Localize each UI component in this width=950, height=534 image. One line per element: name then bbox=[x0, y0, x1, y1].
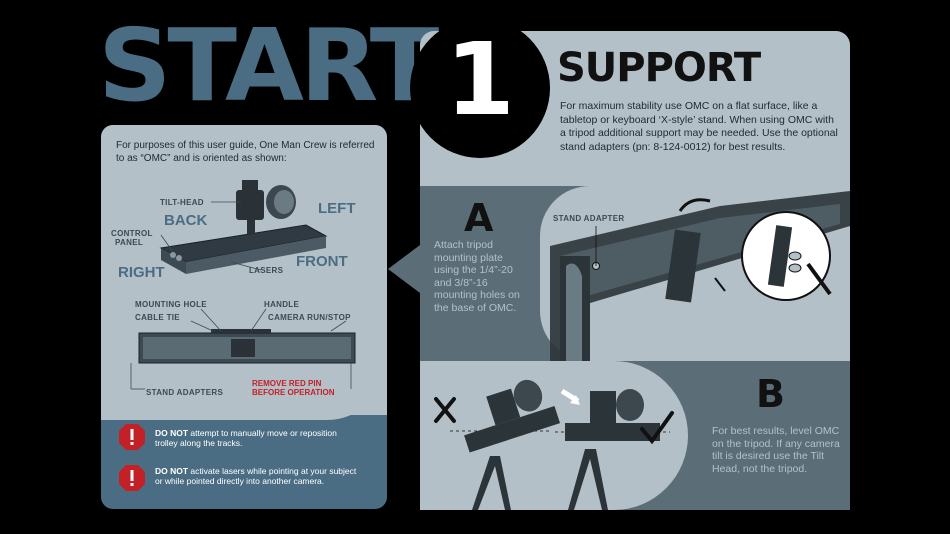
step-b-text: For best results, level OMC on the tripo… bbox=[712, 425, 840, 475]
pointer-arrow bbox=[388, 245, 420, 293]
stand-adapter-label: STAND ADAPTER bbox=[553, 214, 625, 223]
warning-2-text: activate lasers while pointing at your s… bbox=[155, 466, 357, 486]
warning-octagon-icon bbox=[119, 465, 145, 491]
warning-2: DO NOT activate lasers while pointing at… bbox=[155, 466, 365, 486]
left-label: LEFT bbox=[318, 200, 356, 217]
warning-octagon-icon bbox=[119, 424, 145, 450]
step-b-letter: B bbox=[756, 372, 785, 416]
warning-1-text: attempt to manually move or reposition t… bbox=[155, 428, 337, 448]
step-circle bbox=[410, 18, 550, 158]
step-number: 1 bbox=[445, 21, 515, 138]
warning-2-bold: DO NOT bbox=[155, 466, 189, 476]
omc-top-view-diagram bbox=[130, 308, 356, 390]
back-label: BACK bbox=[164, 212, 208, 229]
remove-pin-line2: BEFORE OPERATION bbox=[252, 388, 335, 397]
front-label: FRONT bbox=[296, 253, 348, 270]
lasers-label: LASERS bbox=[249, 266, 284, 275]
right-label: RIGHT bbox=[118, 264, 165, 281]
intro-text: For purposes of this user guide, One Man… bbox=[116, 140, 375, 164]
mounting-hole-label: MOUNTING HOLE bbox=[135, 300, 207, 309]
step-a-text: Attach tripod mounting plate using the 1… bbox=[434, 239, 520, 314]
omc-orientation-diagram bbox=[159, 180, 328, 274]
support-title: SUPPORT bbox=[557, 45, 761, 91]
step-a-letter: A bbox=[464, 196, 494, 240]
control-label-2: PANEL bbox=[115, 238, 144, 247]
start-title: START bbox=[98, 7, 439, 124]
tilt-head-label: TILT-HEAD bbox=[160, 198, 204, 207]
level-comparison-illustration bbox=[434, 379, 674, 510]
stand-adapters-label: STAND ADAPTERS bbox=[146, 388, 224, 397]
handle-label: HANDLE bbox=[264, 300, 300, 309]
warning-1: DO NOT attempt to manually move or repos… bbox=[155, 428, 355, 448]
control-label-1: CONTROL bbox=[111, 229, 153, 238]
remove-pin-line1: REMOVE RED PIN bbox=[252, 379, 322, 388]
cable-tie-label: CABLE TIE bbox=[135, 313, 180, 322]
support-text: For maximum stability use OMC on a flat … bbox=[560, 100, 838, 153]
warning-1-bold: DO NOT bbox=[155, 428, 189, 438]
stand-adapter-illustration bbox=[550, 191, 850, 361]
camera-run-stop-label: CAMERA RUN/STOP bbox=[268, 313, 351, 322]
